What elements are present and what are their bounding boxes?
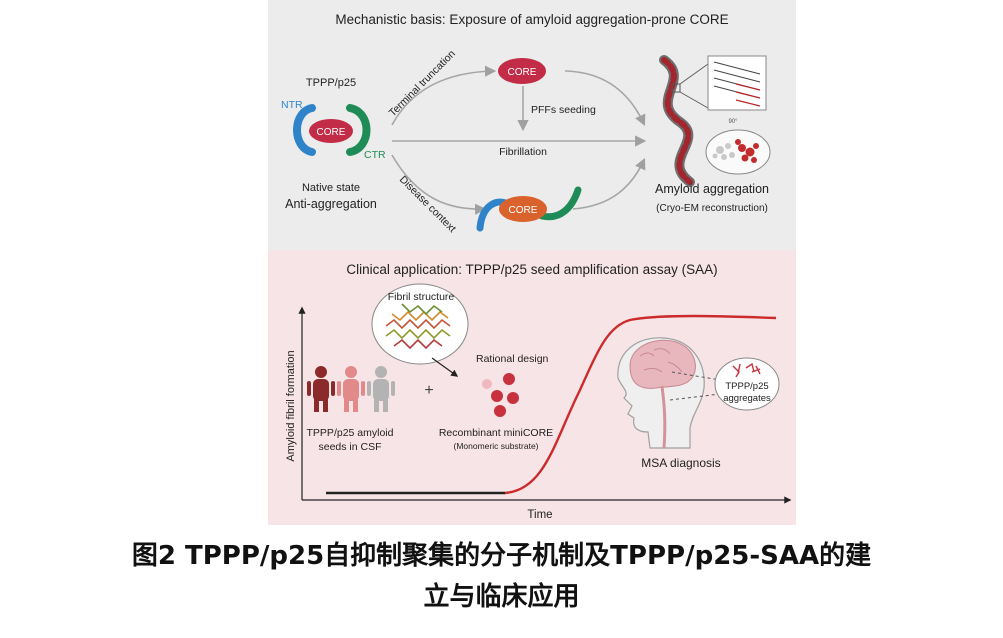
- person-icon: [367, 366, 395, 412]
- exposed-ctr-arc: [538, 186, 582, 221]
- rational-design-arrow: [431, 357, 459, 377]
- native-protein: CORE: [293, 104, 371, 156]
- fibrillation-label: Fibrillation: [499, 146, 547, 158]
- figure-caption-line1: 图2 TPPP/p25自抑制聚集的分子机制及TPPP/p25-SAA的建: [131, 541, 872, 571]
- rotation-label: 90°: [728, 119, 738, 125]
- rational-design-label: Rational design: [476, 353, 549, 365]
- plus-sign: +: [424, 382, 433, 399]
- pffs-seeding-label: PFFs seeding: [531, 104, 596, 116]
- aggregates-icon: [732, 362, 761, 378]
- ntr-arc: [293, 104, 316, 156]
- aggregates-pointer-1: [671, 371, 721, 381]
- y-axis-label: Amyloid fibril formation: [285, 350, 297, 461]
- person-icon: [337, 366, 365, 412]
- core-label-exposed: CORE: [509, 205, 538, 216]
- cryo-em-label: (Cryo-EM reconstruction): [656, 203, 768, 214]
- fibril-structure-label: Fibril structure: [388, 291, 455, 303]
- top-panel: Mechanistic basis: Exposure of amyloid a…: [268, 0, 796, 250]
- ctr-arc: [346, 104, 371, 156]
- core-ellipse-exposed: [499, 196, 547, 222]
- protein-label: TPPP/p25: [306, 77, 356, 89]
- core-label-free: CORE: [508, 67, 537, 78]
- top-panel-title: Mechanistic basis: Exposure of amyloid a…: [335, 12, 728, 27]
- aggregates-label-line1: TPPP/p25: [725, 381, 768, 392]
- msa-diagnosis-label: MSA diagnosis: [641, 456, 720, 470]
- fibril-icon: [659, 55, 709, 187]
- seeds-label-line1: TPPP/p25 amyloid: [307, 427, 394, 439]
- aggregates-bubble: [714, 357, 780, 411]
- arrow-disease: [391, 154, 487, 215]
- ctr-label: CTR: [364, 149, 386, 161]
- bottom-panel: Clinical application: TPPP/p25 seed ampl…: [268, 250, 796, 525]
- cryo-em-density: [705, 129, 771, 175]
- aggregates-pointer-2: [669, 393, 721, 401]
- figure-caption-line2: 立与临床应用: [423, 582, 580, 612]
- core-ellipse-native: [309, 119, 353, 143]
- amplification-curve: [504, 314, 777, 495]
- core-label-native: CORE: [317, 127, 346, 138]
- x-axis-label: Time: [527, 509, 552, 521]
- anti-aggregation-label: Anti-aggregation: [285, 197, 377, 211]
- brain-head-icon: [617, 337, 705, 449]
- arrow-exposed-to-amyloid: [572, 157, 646, 210]
- fibril-structure-inset: [371, 283, 469, 365]
- native-state-label: Native state: [302, 182, 360, 194]
- arrow-truncation: [391, 65, 497, 126]
- aggregates-label-line2: aggregates: [723, 393, 771, 404]
- arrow-core-to-amyloid: [564, 70, 646, 127]
- minicore-label-line1: Recombinant miniCORE: [439, 427, 553, 439]
- seeds-label-line2: seeds in CSF: [318, 441, 381, 453]
- person-icon: [307, 366, 335, 412]
- ntr-label: NTR: [281, 99, 303, 111]
- figure: Mechanistic basis: Exposure of amyloid a…: [268, 0, 796, 525]
- bottom-panel-title: Clinical application: TPPP/p25 seed ampl…: [346, 262, 717, 277]
- minicore-label-line2: (Monomeric substrate): [453, 441, 538, 451]
- core-ellipse-free: [498, 58, 546, 84]
- amyloid-aggregation-label: Amyloid aggregation: [655, 182, 769, 196]
- protein-cluster-icon: [482, 373, 519, 417]
- fibril-zoom-box: [707, 55, 767, 111]
